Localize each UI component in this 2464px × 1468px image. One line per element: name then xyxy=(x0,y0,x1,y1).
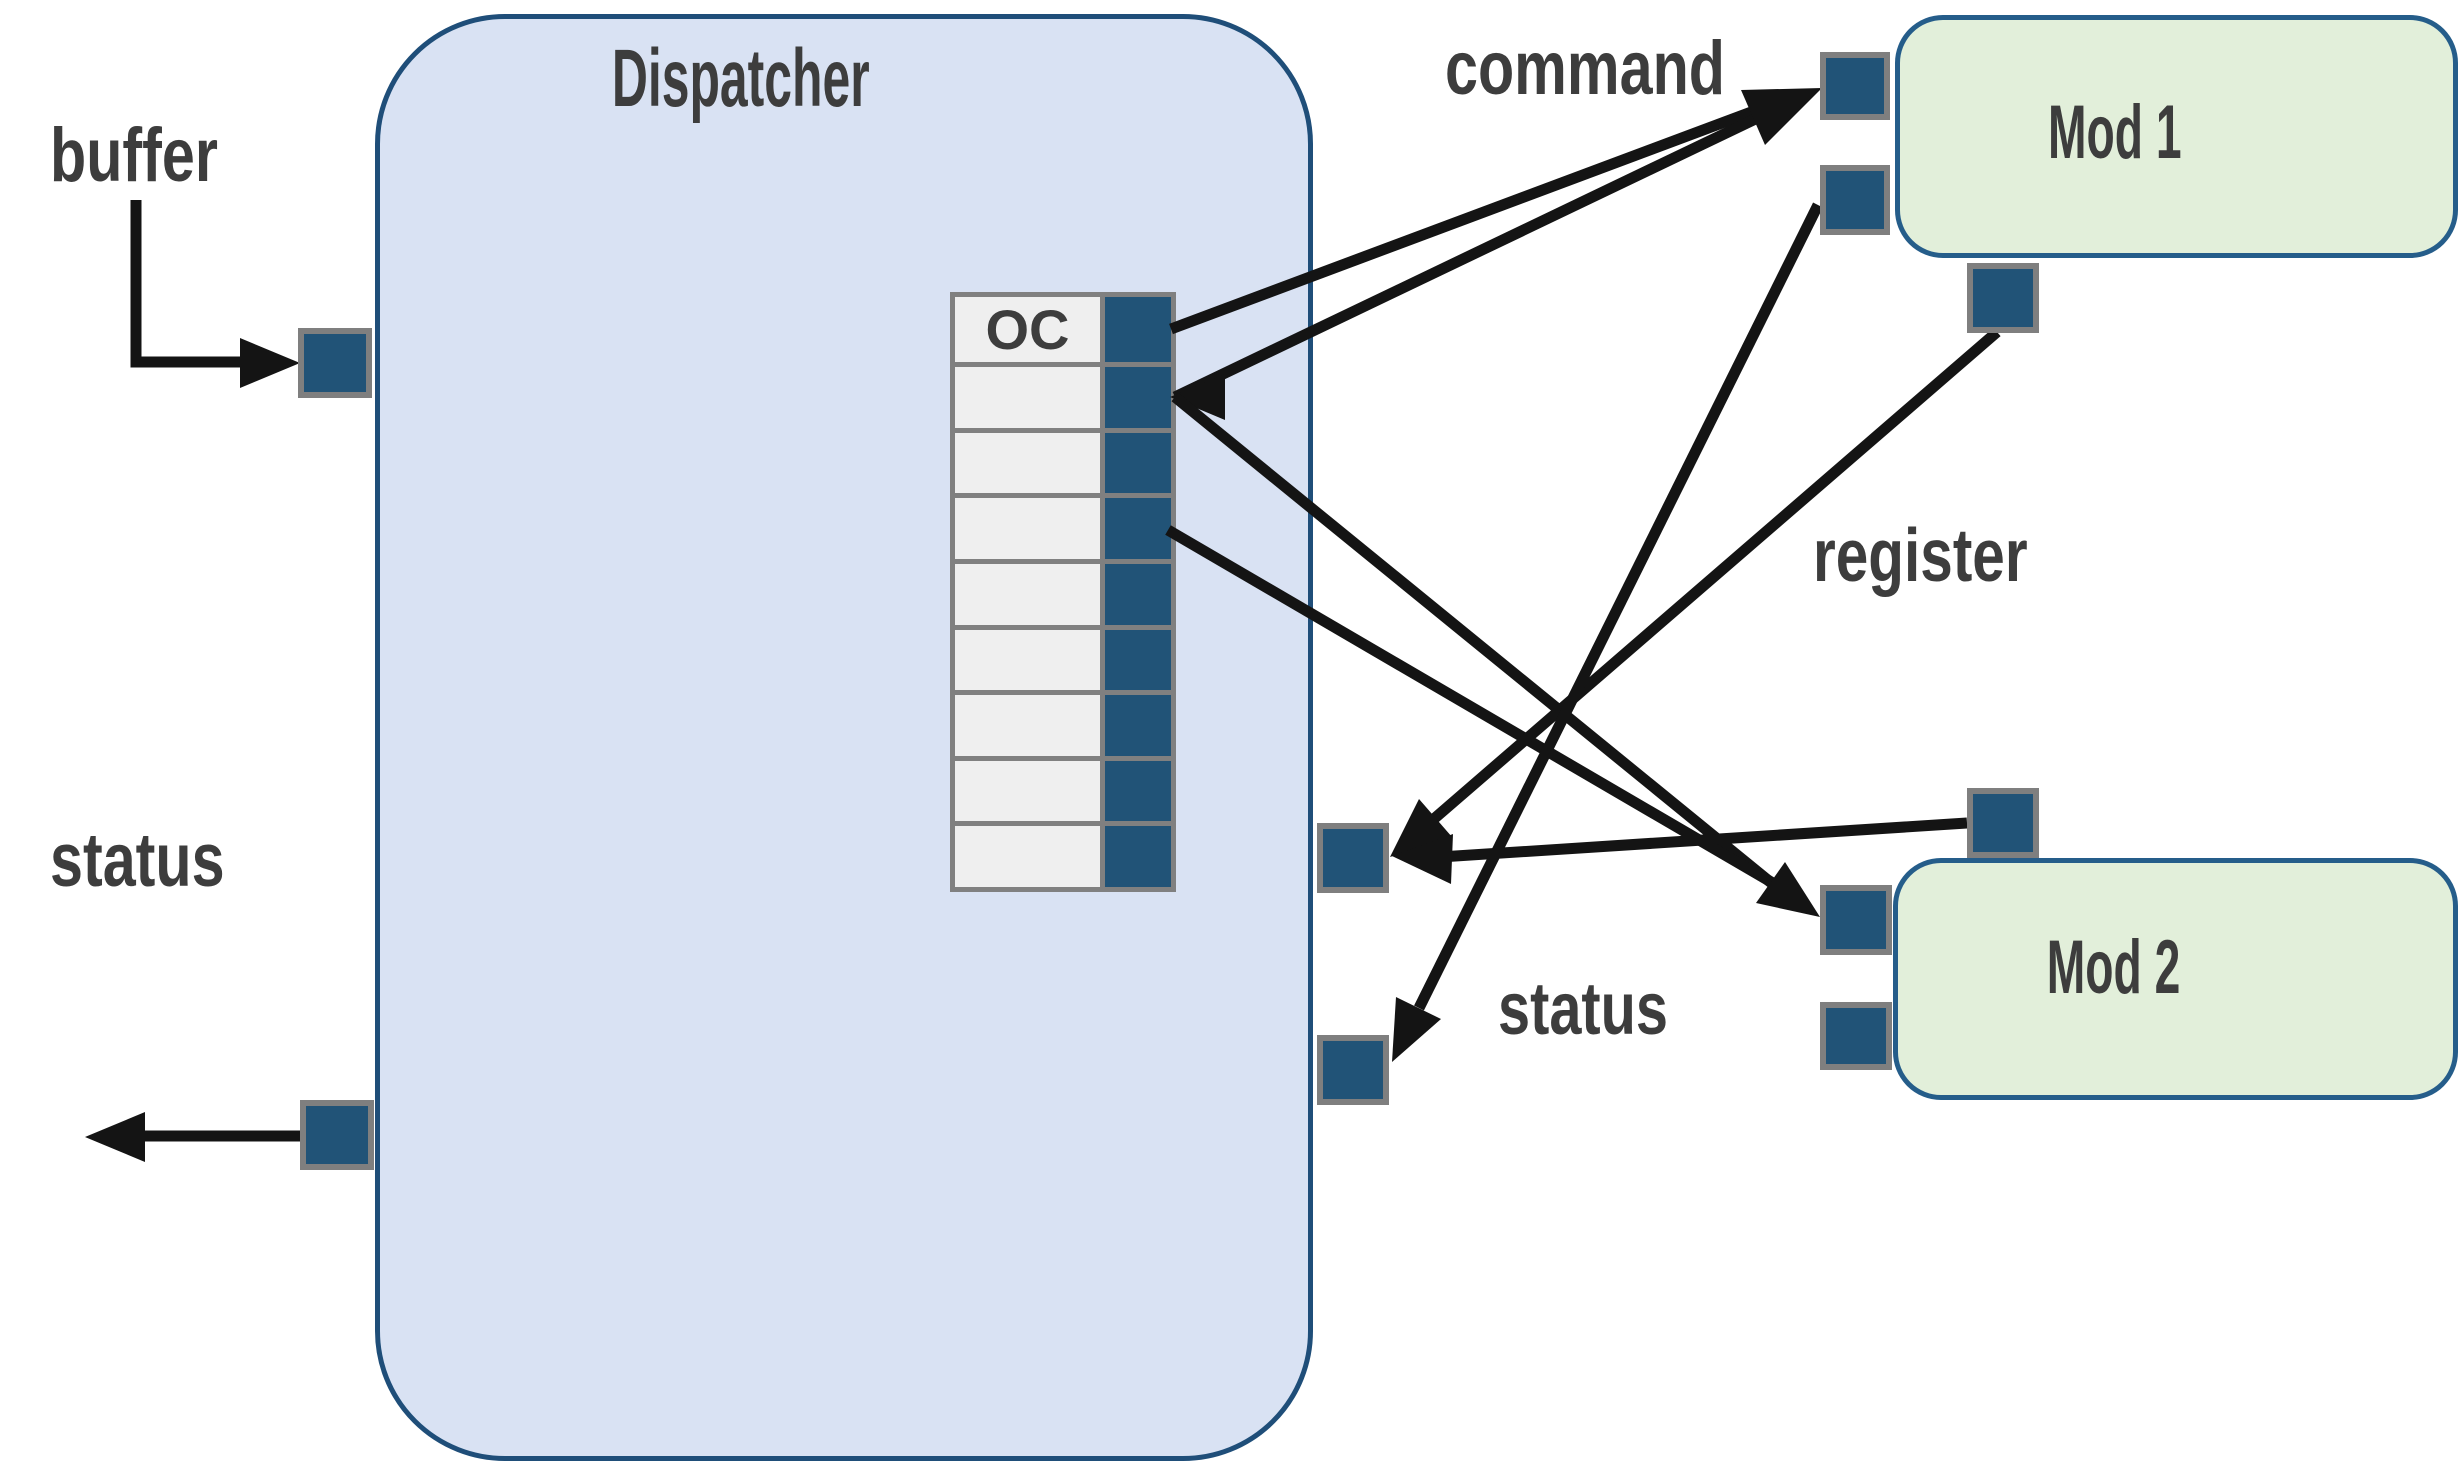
buffer-arrow-line xyxy=(130,200,250,368)
register-label: register xyxy=(1813,513,2028,597)
buffer-arrowhead-icon xyxy=(240,338,300,388)
oc-cell-port xyxy=(1105,563,1171,625)
mod2-left-port-1 xyxy=(1820,885,1892,955)
oc-table-row-6 xyxy=(955,629,1171,691)
oc-table-row-3 xyxy=(955,432,1171,494)
register-line-2 xyxy=(1439,817,1968,863)
oc-table-row-2 xyxy=(955,367,1171,428)
mod2-left-port-2 xyxy=(1820,1002,1892,1070)
mod1-title-text: Mod 1 xyxy=(2047,90,2182,175)
dispatcher-right-port-2 xyxy=(1317,1035,1389,1105)
status-mid-label: status xyxy=(1498,967,1669,1050)
mod1-bottom-port xyxy=(1967,263,2039,333)
mod2-top-port xyxy=(1967,788,2039,858)
mod2-title-text: Mod 2 xyxy=(2046,925,2181,1010)
register-arrowhead-1-icon xyxy=(1390,799,1452,857)
oc-cell-label xyxy=(955,432,1100,494)
oc-cell-port xyxy=(1105,760,1171,822)
dispatcher-title-text: Dispatcher xyxy=(611,33,870,124)
dispatcher-title: Dispatcher xyxy=(375,38,1107,120)
mod2-title: Mod 2 xyxy=(1893,930,2334,1006)
buffer-label: buffer xyxy=(50,113,218,198)
oc-cell-label xyxy=(955,563,1100,625)
oc-cell-label xyxy=(955,629,1100,691)
mod2-box xyxy=(1893,858,2458,1100)
oc-cell-port xyxy=(1105,432,1171,494)
status-line-mod1 xyxy=(1414,202,1823,1011)
oc-cell-port xyxy=(1105,826,1171,887)
oc-table-row-5 xyxy=(955,563,1171,625)
oc-table: OC xyxy=(950,292,1176,892)
command-arrowhead-icon xyxy=(1741,88,1822,145)
oc-cell-label: OC xyxy=(955,297,1100,362)
mod1-left-port-2 xyxy=(1820,165,1890,235)
oc-cell-label xyxy=(955,826,1100,887)
oc-header-text: OC xyxy=(985,298,1070,361)
oc-table-row-7 xyxy=(955,695,1171,756)
oc-cell-port xyxy=(1105,297,1171,362)
mod1-box xyxy=(1895,15,2458,258)
mod1-left-port-1 xyxy=(1820,52,1890,120)
command-label: command xyxy=(1445,26,1725,111)
oc-cell-port xyxy=(1105,498,1171,559)
dispatcher-left-port-buffer xyxy=(298,328,372,398)
oc-cell-port xyxy=(1105,629,1171,691)
oc-table-row-8 xyxy=(955,760,1171,822)
oc-table-row-1: OC xyxy=(955,297,1171,362)
mod2-port-arrowhead-icon xyxy=(1756,862,1820,917)
oc-table-row-4 xyxy=(955,498,1171,559)
oc-cell-label xyxy=(955,498,1100,559)
rport2-arrowhead-icon xyxy=(1392,997,1441,1062)
dispatcher-right-port-1 xyxy=(1317,823,1389,893)
oc-cell-label xyxy=(955,695,1100,756)
status-out-arrowhead-icon xyxy=(85,1112,145,1162)
register-arrowhead-2-icon xyxy=(1392,834,1453,884)
dispatcher-left-port-status xyxy=(300,1100,374,1170)
status-left-label: status xyxy=(50,818,225,903)
oc-cell-label xyxy=(955,760,1100,822)
oc-cell-label xyxy=(955,367,1100,428)
oc-table-row-9 xyxy=(955,826,1171,887)
oc-cell-port xyxy=(1105,367,1171,428)
mod1-title: Mod 1 xyxy=(1895,95,2334,171)
oc-cell-port xyxy=(1105,695,1171,756)
